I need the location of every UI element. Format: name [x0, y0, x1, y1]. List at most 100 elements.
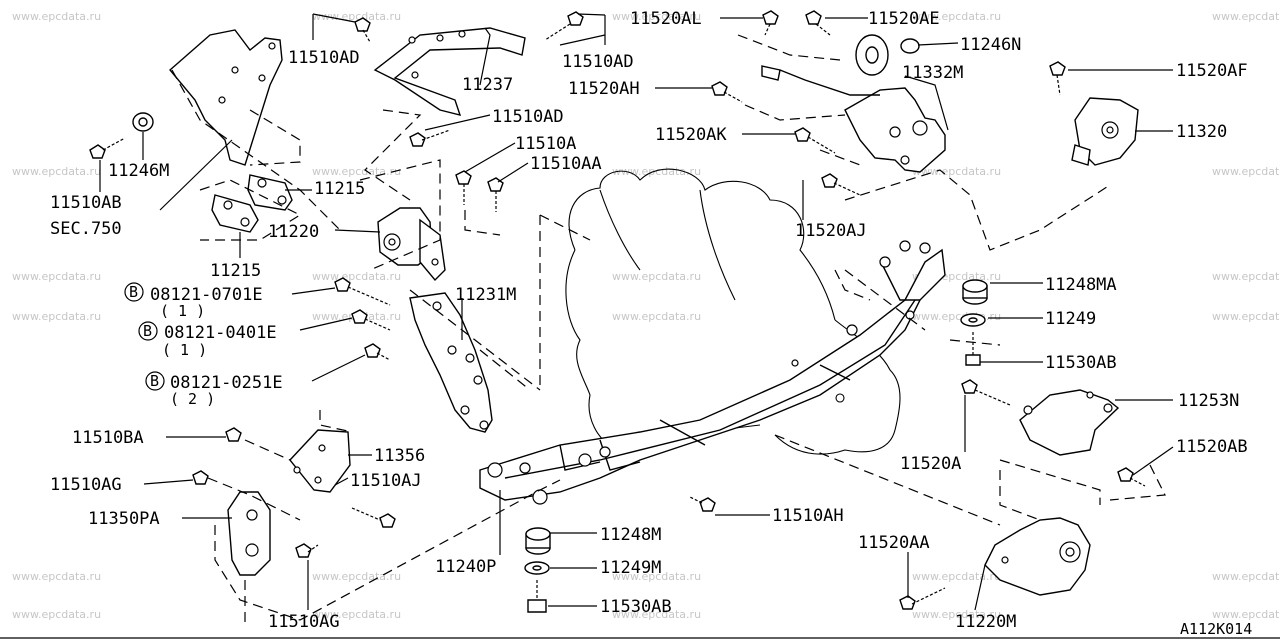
bolt-11510AG-lower — [295, 543, 319, 558]
label-11530AB: 11530AB — [1045, 353, 1117, 373]
watermark: www.epcdata.ru — [12, 310, 101, 323]
label-11510AB: 11510AB — [50, 193, 122, 213]
watermark: www.epcdata.ru — [312, 165, 401, 178]
label-11248MA: 11248MA — [1045, 275, 1117, 295]
insulator-11320 — [1071, 97, 1139, 166]
washer-11246M — [132, 112, 154, 132]
watermark: www.epcdata.ru — [612, 10, 701, 23]
callout-labels: 11510AD 11237 11510AD 11510AD 11510A 115… — [50, 9, 1248, 632]
label-08121-0401E-qty: ( 1 ) — [162, 341, 207, 359]
bolt-marker-b — [138, 321, 158, 341]
watermark: www.epcdata.ru — [1212, 165, 1280, 178]
dashed-connection-lines — [171, 34, 1166, 625]
label-08121-0251E: 08121-0251E — [170, 373, 283, 393]
label-11520AK: 11520AK — [655, 125, 727, 145]
watermark: www.epcdata.ru — [1212, 570, 1280, 583]
bolt-11520AK — [794, 127, 836, 154]
bolt-11510AH — [689, 496, 716, 512]
watermark: www.epcdata.ru — [12, 570, 101, 583]
leader-lines — [99, 13, 1174, 611]
watermark: www.epcdata.ru — [1212, 270, 1280, 283]
watermark: www.epcdata.ru — [912, 310, 1001, 323]
bolt-marker-b-letter: B — [143, 322, 152, 340]
bolt-11510AD-top — [354, 17, 371, 43]
bolt-11520AE-bolt — [805, 10, 831, 36]
label-08121-0251E-qty: ( 2 ) — [170, 390, 215, 408]
label-11510AA: 11510AA — [530, 154, 602, 174]
washer-11249M — [524, 561, 550, 575]
label-11332M: 11332M — [902, 63, 963, 83]
label-11246M: 11246M — [108, 161, 169, 181]
insulator-11220 — [377, 207, 446, 282]
bolt-11510A — [455, 170, 472, 205]
label-11356: 11356 — [374, 446, 425, 466]
label-11510AD: 11510AD — [492, 107, 564, 127]
bolt-11520AA — [899, 587, 946, 610]
label-08121-0701E-qty: ( 1 ) — [160, 302, 205, 320]
label-11520AJ: 11520AJ — [795, 221, 867, 241]
label-11510AG: 11510AG — [268, 612, 340, 632]
bracket-11253N — [1019, 389, 1120, 456]
bolt-08121-0251E — [364, 343, 391, 361]
bolt-11510AD-mid — [409, 129, 451, 147]
label-11220: 11220 — [268, 222, 319, 242]
watermark: www.epcdata.ru — [1212, 10, 1280, 23]
watermark: www.epcdata.ru — [1212, 608, 1280, 621]
watermark: www.epcdata.ru — [12, 270, 101, 283]
bushing-11520AE — [855, 34, 889, 76]
plate-11215-a — [247, 174, 293, 211]
watermark: www.epcdata.ru — [912, 165, 1001, 178]
front-crossmember-11240P — [479, 240, 946, 505]
label-11510AJ: 11510AJ — [350, 471, 422, 491]
bracket-11231M — [409, 292, 493, 433]
label-11350PA: 11350PA — [88, 509, 160, 529]
label-11520AA: 11520AA — [858, 533, 930, 553]
bolt-marker-b — [145, 371, 165, 391]
bolt-11510AJ — [351, 507, 396, 528]
bolt-11510AG-upper — [192, 470, 209, 485]
label-11240P: 11240P — [435, 557, 496, 577]
label-11520AL: 11520AL — [630, 9, 702, 29]
bolt-11510AA — [487, 177, 504, 212]
label-11520AE: 11520AE — [868, 9, 940, 29]
stopper-11248MA — [962, 279, 988, 305]
bolt-11520AF — [1049, 61, 1066, 96]
label-11215: 11215 — [210, 261, 261, 281]
label-11320: 11320 — [1176, 122, 1227, 142]
label-11249M: 11249M — [600, 558, 661, 578]
label-11510AD: 11510AD — [288, 48, 360, 68]
label-11231M: 11231M — [455, 285, 516, 305]
bolt-08121-0701E — [334, 277, 391, 306]
watermark: www.epcdata.ru — [312, 608, 401, 621]
label-11530AB: 11530AB — [600, 597, 672, 617]
bolt-11510AD-top-right — [544, 11, 584, 41]
bolt-11520AB — [1117, 467, 1146, 487]
bolt-11520AH — [711, 81, 743, 103]
label-11510A: 11510A — [515, 134, 576, 154]
watermark: www.epcdata.ru — [312, 270, 401, 283]
label-11520A: 11520A — [900, 454, 961, 474]
watermark: www.epcdata.ru — [912, 10, 1001, 23]
diagram-code: A112K014 — [1180, 620, 1252, 638]
watermark: www.epcdata.ru — [312, 10, 401, 23]
watermark: www.epcdata.ru — [1212, 310, 1280, 323]
stopper-11248M — [525, 527, 551, 555]
bolt-marker-b-letter: B — [129, 283, 138, 301]
label-08121-0401E: 08121-0401E — [164, 323, 277, 343]
watermark: www.epcdata.ru — [612, 570, 701, 583]
label-11510AH: 11510AH — [772, 506, 844, 526]
label-11215: 11215 — [314, 179, 365, 199]
label-11520AF: 11520AF — [1176, 61, 1248, 81]
bolt-marker-b — [124, 282, 144, 302]
nut-11510BA — [225, 427, 242, 442]
label-11520AB: 11520AB — [1176, 437, 1248, 457]
bolt-11530AB-upper — [965, 332, 981, 366]
bolt-08121-0401E — [351, 309, 391, 331]
label-11510BA: 11510BA — [72, 428, 144, 448]
watermark: www.epcdata.ru — [612, 310, 701, 323]
insulator-11220M — [984, 517, 1091, 596]
washer-11249 — [960, 313, 986, 327]
watermark: www.epcdata.ru — [612, 608, 701, 621]
label-11520AH: 11520AH — [568, 79, 640, 99]
